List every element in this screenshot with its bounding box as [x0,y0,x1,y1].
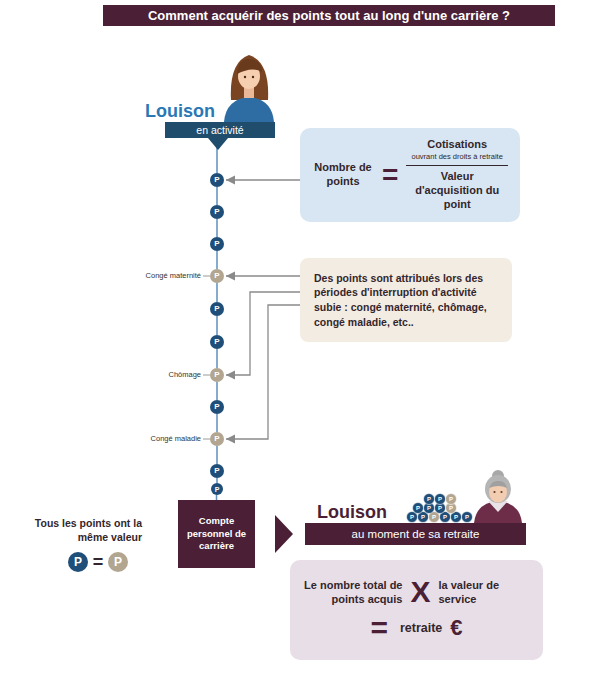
point-circle: P [210,205,224,219]
point-circle: P [68,552,88,572]
fraction-bar [406,165,508,167]
account-text: Compte personnel de carrière [183,515,250,553]
elderly-woman-avatar [474,470,522,523]
timeline-line [216,219,218,237]
point-letter: P [214,240,219,248]
point-letter: P [74,556,82,568]
period-label: Congé maladie [110,433,201,445]
point-coin [424,494,435,505]
pointer-arrow [226,305,300,439]
coin-letter: P [435,503,446,514]
timeline-line [216,349,218,368]
numerator: Cotisations [427,138,487,152]
label-ticks [203,276,210,439]
point-circle: P [210,432,224,446]
block-arrow [275,515,293,553]
status-text: en activité [196,122,243,138]
coin-letter: P [424,494,435,505]
result-row: Le nombre total de points acquis Xla vale… [302,577,531,607]
point-letter: P [214,467,219,475]
numerator-note: ouvrant des droits à retraite [412,152,503,162]
coin-letter: P [451,512,462,523]
pointer-arrow [226,179,300,180]
point-circle: P [210,269,224,283]
coin-letter: P [413,503,424,514]
point-coin [435,494,446,505]
point-letter: P [214,338,219,346]
coin-letter: P [435,494,446,505]
equals-sign: = [370,613,388,643]
coin-letter: P [446,494,457,505]
point-letter: P [214,305,219,313]
point-letter: P [214,272,219,280]
timeline-line [216,283,218,302]
period-label: Chômage [110,369,201,381]
point-letter: P [215,486,220,493]
status-text: au moment de sa retraite [352,523,480,545]
person-name: Louison [140,100,275,122]
coin-letter: P [418,512,429,523]
formula-term: Nombre de points [312,161,374,189]
status-band: au moment de sa retraite [305,523,526,545]
timeline-line [216,251,218,269]
point-coin [446,494,457,505]
woman-avatar [224,55,274,122]
point-letter: P [214,176,219,184]
point-circle: P [108,552,128,572]
pointer-arrow [226,275,300,276]
point-circle: P [210,302,224,316]
timeline-line [216,382,218,400]
result-text: retraite [400,621,442,636]
account-box: Compte personnel de carrière [178,500,255,568]
timeline-line [216,414,218,432]
note-label: Tous les points ont la même valeur [18,517,142,544]
factor-text: Le nombre total de points acquis [302,578,402,607]
coin-letter: P [440,512,451,523]
point-coin [413,503,424,514]
denominator: Valeur d'acquisition du point [406,170,508,211]
point-circle: P [210,400,224,414]
period-label: Congé maternité [110,270,201,282]
formula-box: Nombre de points = Cotisationsouvrant des … [300,128,520,222]
status-band: en activité [165,122,275,138]
point-circle: P [210,335,224,349]
person-band: Louisonau moment de sa retraite [305,501,526,545]
coin-letter: P [429,512,440,523]
timeline-line [216,316,218,335]
person-band: Louisonen activité [140,100,275,138]
result-box: Le nombre total de points acquis Xla vale… [290,560,543,660]
timeline-line [216,187,218,205]
note-text: Des points sont attribués lors des pério… [314,271,498,330]
result-row: = retraite € [302,613,531,643]
point-letter: P [214,403,219,411]
times-sign: X [410,577,430,607]
fraction: Cotisationsouvrant des droits à retraite… [406,138,508,211]
point-circle: P [210,237,224,251]
point-circle: P [210,464,224,478]
point-circle: P [210,173,224,187]
currency-sign: € [450,617,462,639]
coin-letter: P [462,512,473,523]
point-coin [462,512,473,523]
person-name: Louison [305,501,526,523]
factor-text: la valeur de service [439,578,531,607]
coin-letter: P [424,503,435,514]
point-circle: P [210,368,224,382]
title-text: Comment acquérir des points tout au long… [148,5,510,26]
pointer-triangle [208,138,228,150]
timeline-line [216,446,218,464]
coin-letter: P [446,503,457,514]
equals-sign: = [382,161,398,189]
equals-label: = [88,550,108,574]
point-letter: P [214,371,219,379]
title-banner: Comment acquérir des points tout au long… [103,5,555,26]
point-letter: P [114,556,122,568]
point-letter: P [214,435,219,443]
point-letter: P [214,208,219,216]
coin-letter: P [407,512,418,523]
point-circle: P [211,483,223,495]
note-box: Des points sont attribués lors des pério… [300,258,512,342]
